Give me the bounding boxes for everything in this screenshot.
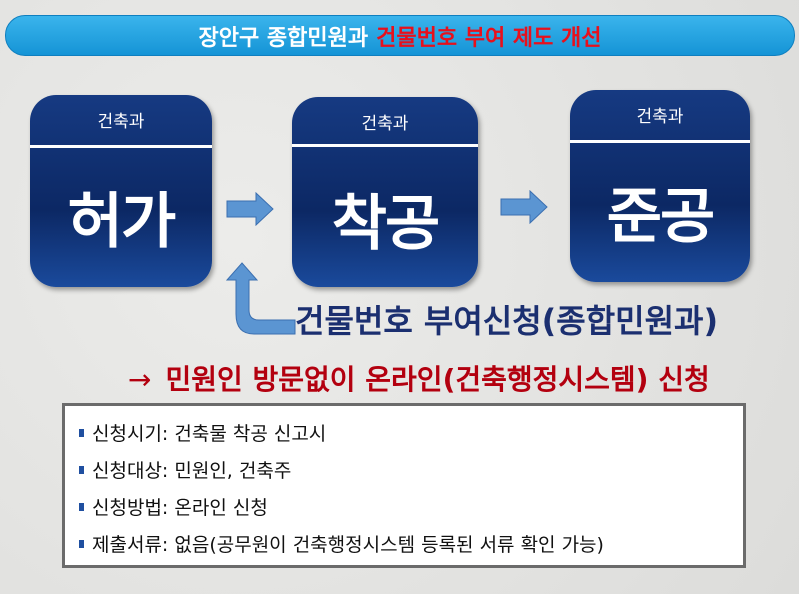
detail-item: 신청방법: 온라인 신청 [79,488,729,525]
application-text: 건물번호 부여신청(종합민원과) [295,302,719,340]
online-note-text: 민원인 방문없이 온라인(건축행정시스템) 신청 [165,363,710,396]
bullet-icon [79,502,84,511]
details-box: 신청시기: 건축물 착공 신고시 신청대상: 민원인, 건축주 신청방법: 온라… [62,403,746,568]
right-arrow-icon [500,190,548,224]
right-arrow-icon [226,192,274,226]
slide-title: 장안구 종합민원과 건물번호 부여 제도 개선 [5,15,795,56]
step-name: 준공 [606,182,715,252]
detail-text: 신청방법: 온라인 신청 [92,497,268,519]
step-name: 착공 [331,189,440,259]
detail-item: 제출서류: 없음(공무원이 건축행정시스템 등록된 서류 확인 가능) [79,525,729,562]
title-prefix: 장안구 종합민원과 [198,25,369,51]
step-dept: 건축과 [361,114,409,134]
title-highlight: 건물번호 부여 제도 개선 [376,25,602,51]
bullet-icon [79,465,84,474]
bullet-icon [79,428,84,437]
detail-text: 신청시기: 건축물 착공 신고시 [92,423,327,445]
arrow-glyph: → [128,363,152,396]
step-complete: 건축과 준공 [570,90,750,282]
step-name: 허가 [67,187,176,257]
step-start: 건축과 착공 [292,97,478,287]
detail-item: 신청시기: 건축물 착공 신고시 [79,414,729,451]
up-turn-arrow-icon [226,262,296,335]
step-dept: 건축과 [97,112,145,132]
divider [292,144,478,147]
detail-text: 제출서류: 없음(공무원이 건축행정시스템 등록된 서류 확인 가능) [92,534,604,556]
step-permit: 건축과 허가 [30,95,212,287]
detail-item: 신청대상: 민원인, 건축주 [79,451,729,488]
divider [30,145,212,148]
online-note: → 민원인 방문없이 온라인(건축행정시스템) 신청 [128,358,710,398]
step-dept: 건축과 [636,107,684,127]
bullet-icon [79,539,84,548]
divider [570,140,750,143]
detail-text: 신청대상: 민원인, 건축주 [92,460,292,482]
